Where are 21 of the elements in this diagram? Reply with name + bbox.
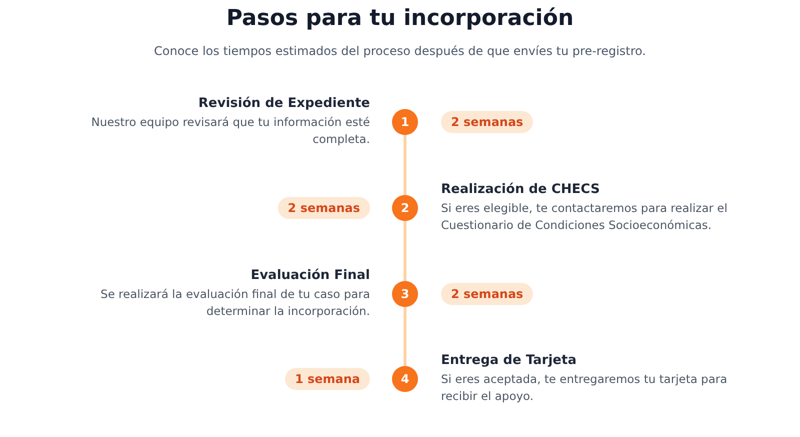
step-title: Realización de CHECS [441,182,600,197]
timeline-connector [404,307,406,366]
step-number-marker: 4 [392,366,418,392]
duration-tag: 2 semanas [441,283,534,305]
step-description: Se realizará la evaluación final de tu caso para determinar la incorporación. [100,286,370,320]
step-description: Nuestro equipo revisará que tu información esté completa. [90,114,370,148]
step-title: Revisión de Expediente [198,96,370,111]
step-description: Si eres aceptada, te entregaremos tu tarjeta para recibir el apoyo. [441,371,728,405]
step-number-marker: 3 [392,281,418,307]
duration-tag: 2 semanas [278,197,370,219]
subtitle: Conoce los tiempos estimados del proceso después de que envíes tu pre-registro. [154,44,646,58]
heading: Pasos para tu incorporación [226,6,574,31]
step-title: Evaluación Final [250,268,370,283]
duration-tag: 1 semana [284,368,370,390]
step-title: Entrega de Tarjeta [441,353,576,368]
step-description: Si eres elegible, te contactaremos para realizar el Cuestionario de Condiciones Socioeconómicas. [441,200,728,234]
duration-tag: 2 semanas [441,111,534,133]
step-number-marker: 2 [392,195,418,221]
timeline-connector [404,221,406,281]
step-number-marker: 1 [392,109,418,135]
timeline-connector [404,135,406,195]
